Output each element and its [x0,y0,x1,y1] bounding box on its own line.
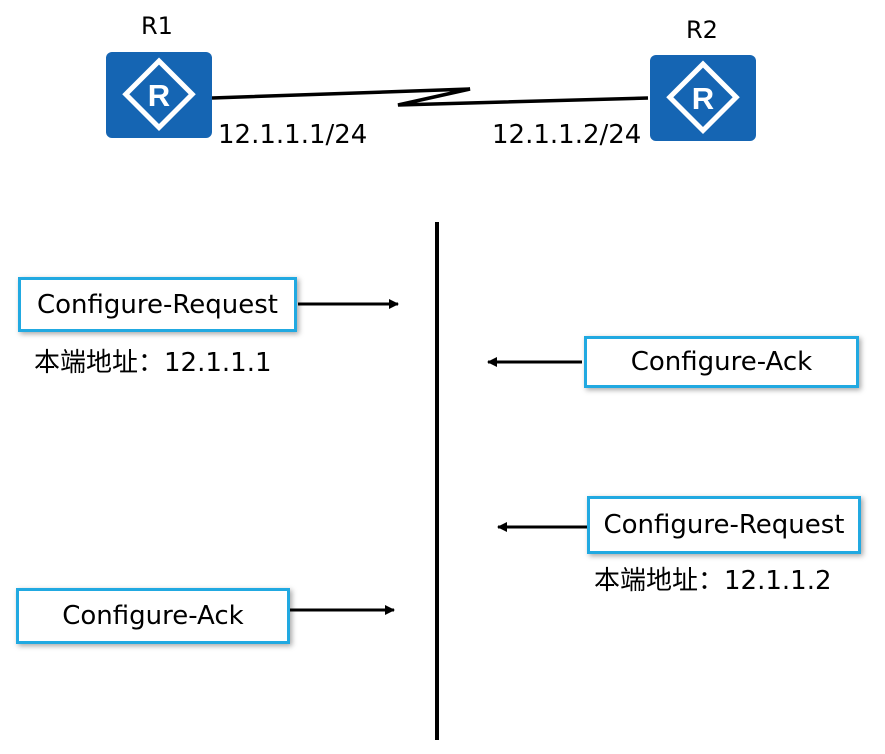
router-r2-icon: R [650,55,756,141]
svg-text:R: R [692,81,714,116]
r2-local-address: 本端地址：12.1.1.2 [594,566,832,596]
r1-configure-request-box: Configure-Request [18,277,297,332]
serial-link [211,87,649,107]
r2-configure-ack-box: Configure-Ack [584,336,859,388]
router-r1-name: R1 [141,12,173,40]
r1-local-address: 本端地址：12.1.1.1 [34,348,272,378]
router-r1-icon: R [106,52,212,138]
r1-configure-ack-box: Configure-Ack [16,588,290,644]
router-r2-name: R2 [686,16,718,44]
router-r2-ip: 12.1.1.2/24 [492,120,642,150]
router-r1-ip: 12.1.1.1/24 [218,120,368,150]
svg-text:R: R [148,78,170,113]
r2-configure-request-box: Configure-Request [587,496,861,554]
